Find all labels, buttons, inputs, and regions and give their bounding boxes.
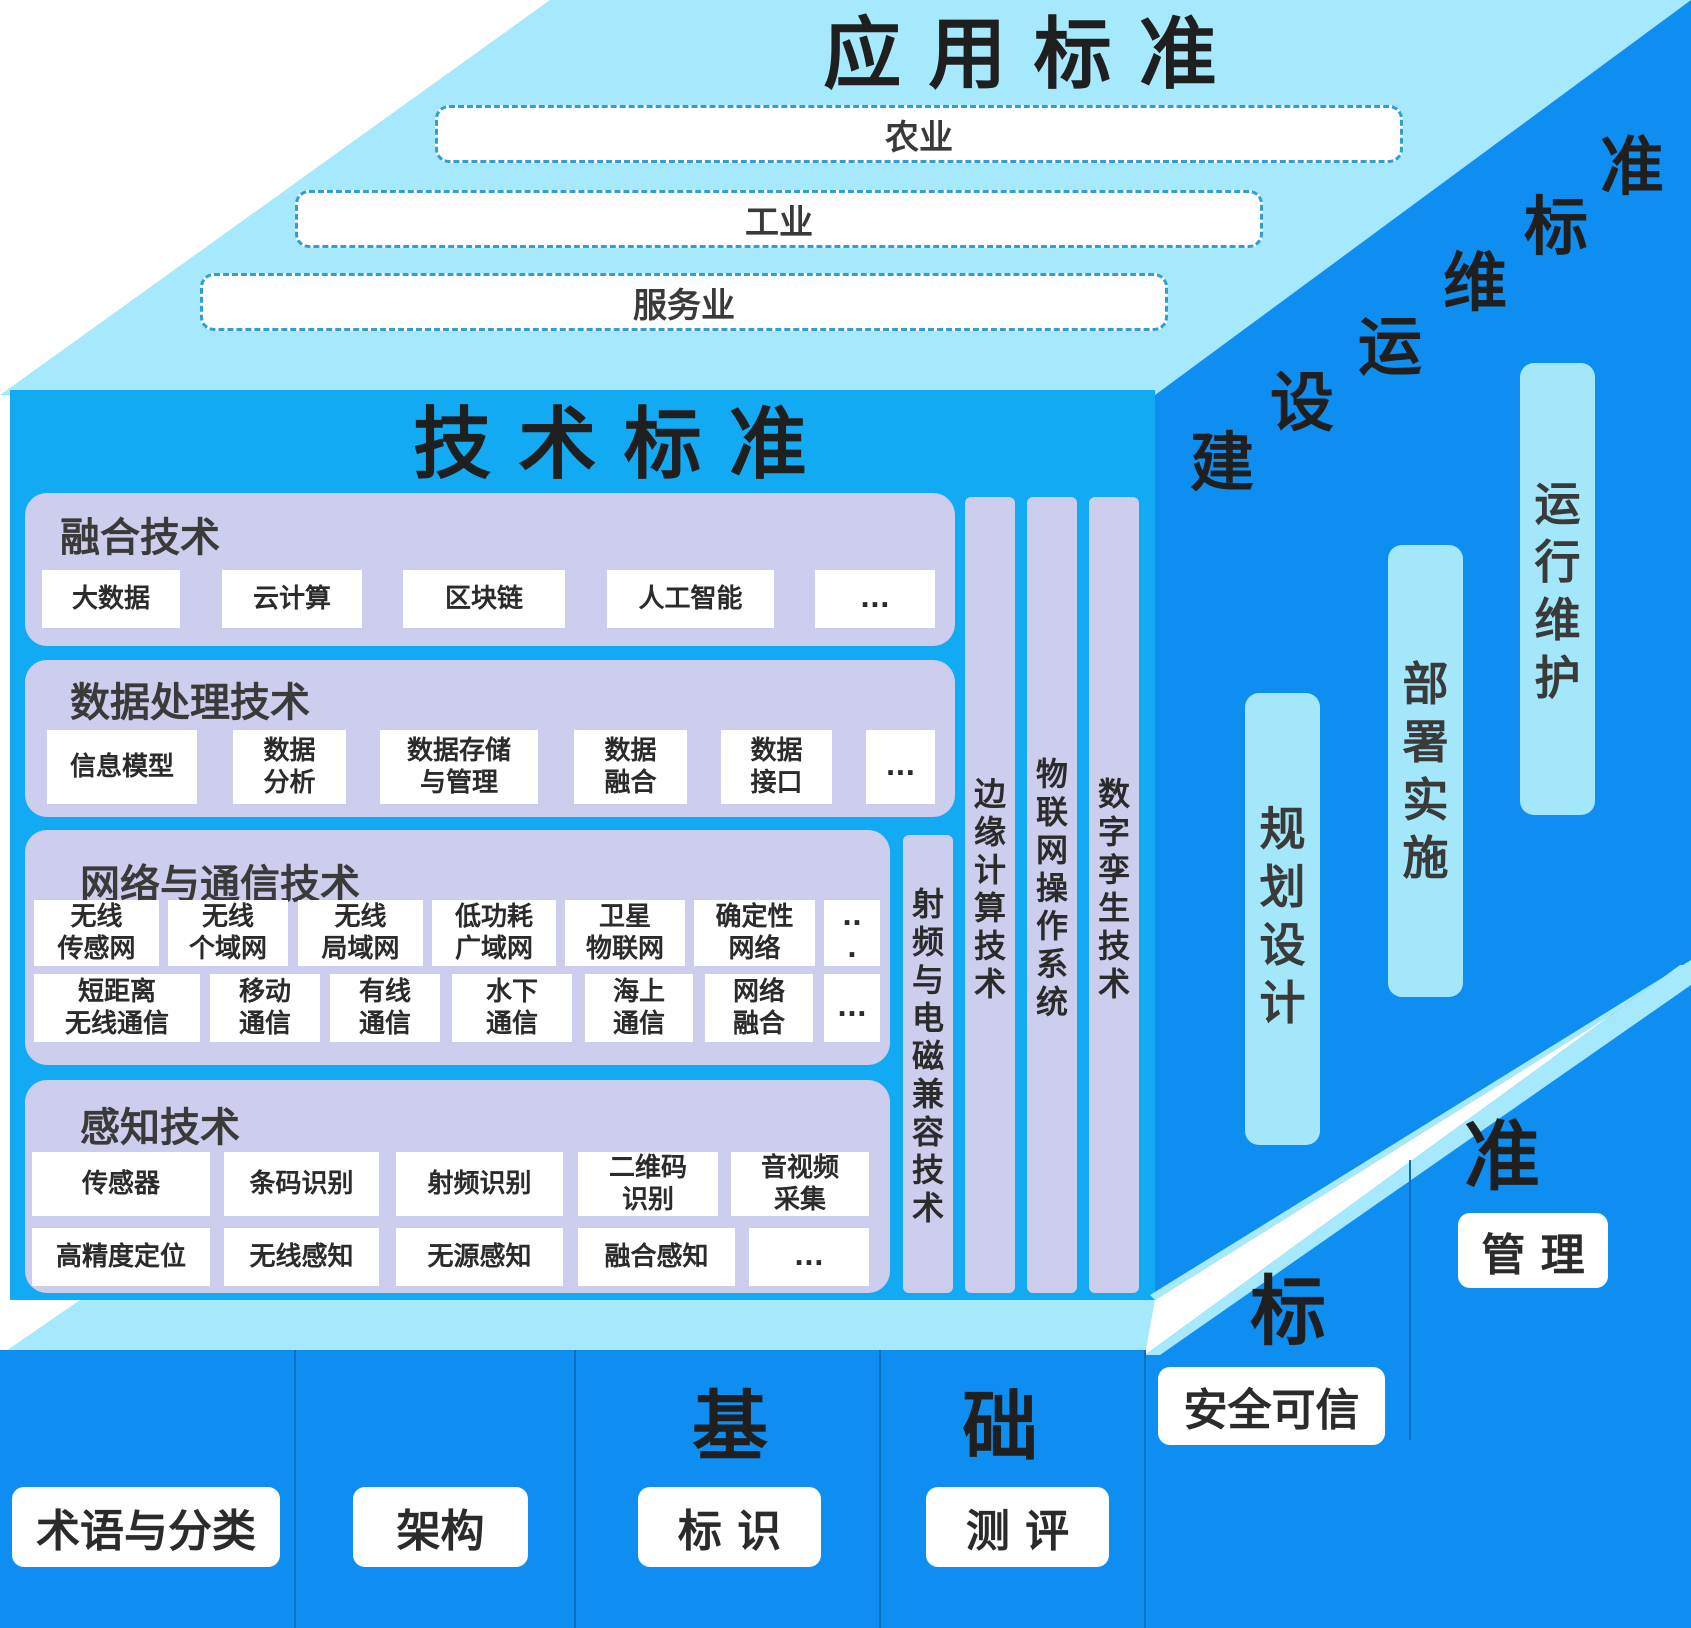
fusion-item: ... — [815, 570, 935, 628]
application-title: 应 用 标 准 — [823, 10, 1217, 100]
base-title-char: 基 — [692, 1382, 768, 1471]
fusion-item: 大数据 — [42, 570, 180, 628]
network-item: 低功耗 广域网 — [432, 900, 556, 966]
app-item-industry: 工业 — [295, 190, 1263, 248]
base-right-top — [1145, 965, 1691, 1355]
construction-title-char: 准 — [1600, 131, 1664, 205]
sensing-item: 射频识别 — [396, 1152, 563, 1216]
vbar-digital-twin-label: 数字孪生技术 — [1097, 775, 1130, 1003]
vbar-iot-os — [1027, 497, 1077, 1293]
network-item: 海上 通信 — [585, 974, 693, 1042]
network-item: 无线 局域网 — [298, 900, 423, 966]
vbar-digital-twin — [1089, 497, 1139, 1293]
data-processing-item: 数据 分析 — [233, 730, 346, 804]
construction-bar-operation-label: 运行维护 — [1534, 477, 1581, 705]
construction-bar-operation — [1520, 363, 1595, 815]
network-item: 网络 融合 — [705, 974, 813, 1042]
construction-title-char: 运 — [1358, 311, 1422, 385]
sensing-item: 无源感知 — [396, 1228, 563, 1286]
data-processing-item: 数据 融合 — [574, 730, 687, 804]
vbar-rf-emc — [903, 835, 953, 1293]
base-item-evaluation: 测 评 — [926, 1487, 1109, 1567]
data-processing-item: 数据 接口 — [721, 730, 832, 804]
data-processing-item: 信息模型 — [47, 730, 197, 804]
fusion-item: 人工智能 — [607, 570, 774, 628]
fusion-title: 融合技术 — [60, 515, 220, 561]
vbar-rf-emc-label: 射频与电磁兼容技术 — [911, 885, 944, 1227]
sensing-item: 条码识别 — [224, 1152, 379, 1216]
construction-bar-planning-label: 规划设计 — [1259, 802, 1306, 1030]
construction-title-char: 建 — [1190, 427, 1254, 501]
base-item-management: 管 理 — [1458, 1213, 1608, 1288]
sensing-item: 融合感知 — [578, 1228, 735, 1286]
sensing-item: 无线感知 — [224, 1228, 379, 1286]
network-item: 卫星 物联网 — [565, 900, 685, 966]
app-item-service: 服务业 — [200, 273, 1168, 331]
network-item: 水下 通信 — [452, 974, 572, 1042]
base-title-char: 础 — [962, 1382, 1038, 1471]
vbar-edge-computing-label: 边缘计算技术 — [973, 775, 1006, 1003]
construction-bar-deployment-label: 部署实施 — [1402, 657, 1449, 885]
network-item: 无线 个域网 — [168, 900, 288, 966]
network-item: 移动 通信 — [210, 974, 320, 1042]
network-item: .. . — [824, 900, 880, 966]
base-item-architecture: 架构 — [353, 1487, 528, 1567]
construction-bar-deployment — [1388, 545, 1463, 997]
network-item: 有线 通信 — [330, 974, 440, 1042]
vbar-edge-computing — [965, 497, 1015, 1293]
app-item-agriculture: 农业 — [435, 105, 1403, 163]
network-item: ... — [824, 974, 880, 1042]
base-item-terminology: 术语与分类 — [12, 1487, 280, 1567]
data-processing-title: 数据处理技术 — [70, 680, 310, 726]
construction-title-char: 设 — [1270, 367, 1334, 441]
base-title-char: 准 — [1464, 1112, 1540, 1201]
data-processing-item: 数据存储 与管理 — [380, 730, 538, 804]
network-item: 无线 传感网 — [34, 900, 159, 966]
network-item: 短距离 无线通信 — [34, 974, 200, 1042]
base-item-identification: 标 识 — [638, 1487, 821, 1567]
base-top-strip — [0, 1300, 1155, 1355]
construction-bar-planning — [1245, 693, 1320, 1145]
technical-title: 技 术 标 准 — [413, 400, 807, 490]
vbar-iot-os-label: 物联网操作系统 — [1035, 755, 1068, 1021]
fusion-item: 区块链 — [403, 570, 565, 628]
base-right-face — [1145, 965, 1691, 1628]
base-item-security: 安全可信 — [1158, 1367, 1385, 1445]
sensing-item: 二维码 识别 — [578, 1152, 718, 1216]
sensing-item: 音视频 采集 — [731, 1152, 869, 1216]
sensing-item: 传感器 — [32, 1152, 210, 1216]
construction-title-char: 维 — [1443, 247, 1507, 321]
sensing-title: 感知技术 — [80, 1105, 240, 1151]
side-step-band — [1150, 960, 1691, 1300]
sensing-item: 高精度定位 — [32, 1228, 210, 1286]
construction-title-char: 标 — [1524, 191, 1588, 265]
fusion-item: 云计算 — [222, 570, 362, 628]
data-processing-item: ... — [866, 730, 935, 804]
network-item: 确定性 网络 — [694, 900, 815, 966]
base-title-char: 标 — [1250, 1267, 1326, 1356]
sensing-item: ... — [749, 1228, 869, 1286]
